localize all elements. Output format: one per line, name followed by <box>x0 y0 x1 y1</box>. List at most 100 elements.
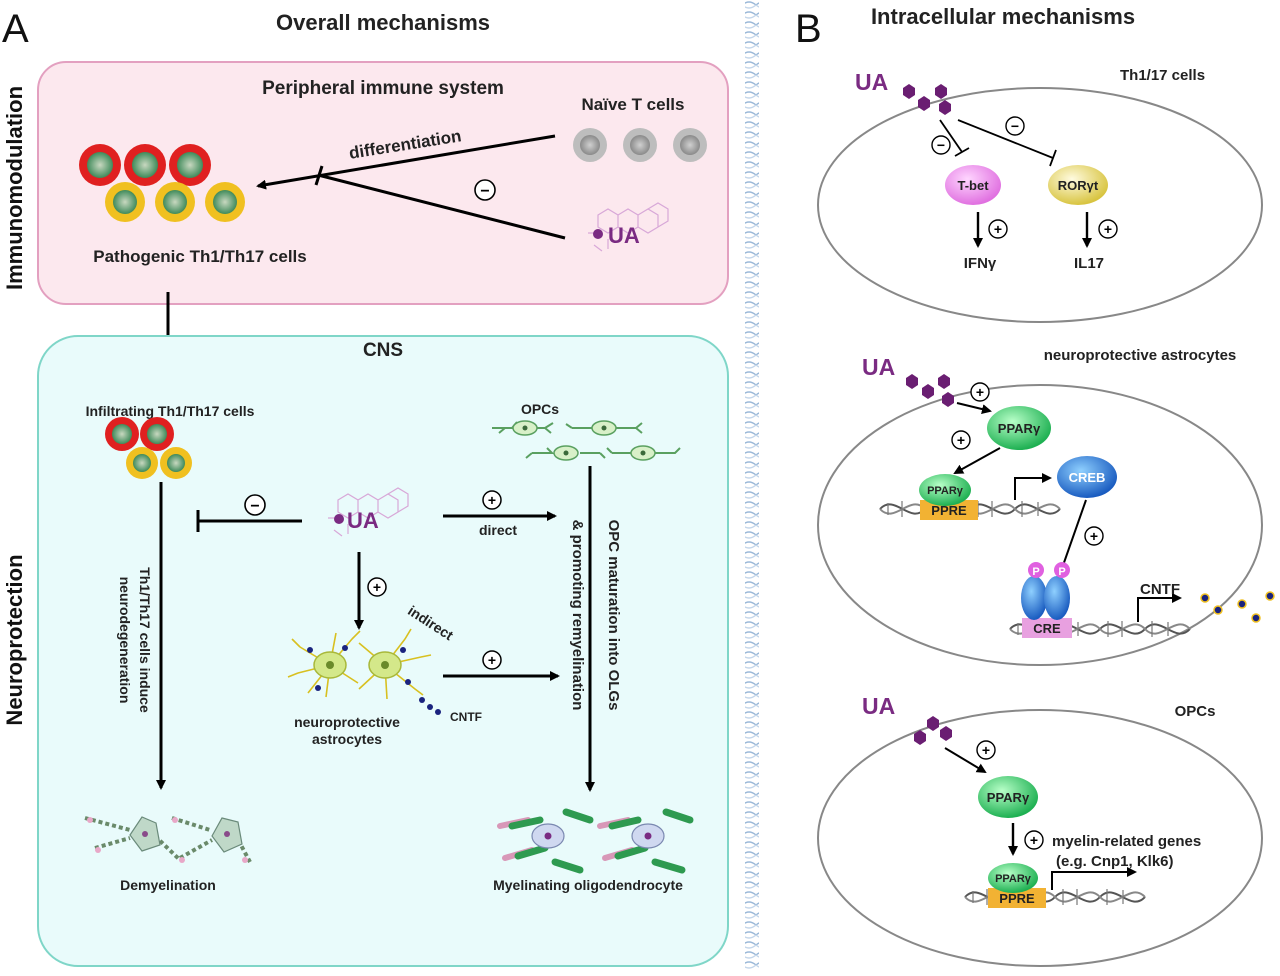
ppar-bound-a <box>919 474 971 506</box>
cell1-minus-circle-2 <box>1005 116 1025 136</box>
cell3-title: OPCs <box>1175 703 1216 720</box>
ua-label-cns: UA <box>347 508 379 533</box>
pathogenic-label: Pathogenic Th1/Th17 cells <box>93 247 307 266</box>
cre-box <box>1022 618 1072 638</box>
ppar-to-ppre-arrow-a <box>953 447 1001 474</box>
panel-a-title: Overall mechanisms <box>276 10 490 35</box>
cell2-plus-circle-3 <box>1084 526 1104 546</box>
ua-to-ppar-arrow-a <box>956 402 992 414</box>
cns-box <box>37 335 729 967</box>
il17-label: IL17 <box>1074 255 1104 272</box>
demyelination-image <box>84 816 252 863</box>
tbet-protein <box>945 165 1001 205</box>
cell3-plus-2: + <box>1030 832 1038 848</box>
cell1-minus-2: − <box>1011 118 1019 134</box>
ua-dot-peripheral <box>593 229 603 239</box>
ua-to-ppar-arrow-c <box>944 747 987 774</box>
transcription-arrow-cntf <box>1137 593 1182 622</box>
cell2-ua-label: UA <box>862 354 895 380</box>
cre-label: CRE <box>1033 621 1061 636</box>
tbet-label: T-bet <box>957 178 989 193</box>
plus-circle-indirect <box>482 650 502 670</box>
direct-label: direct <box>479 522 517 538</box>
opcs-label: OPCs <box>521 401 559 417</box>
naive-t-cells-label: Naïve T cells <box>581 95 684 114</box>
peripheral-immune-box <box>37 61 729 305</box>
cell2-plus-3: + <box>1090 528 1098 544</box>
cell-astrocytes <box>817 384 1263 666</box>
plus-sign-direct: + <box>488 492 496 508</box>
minus-sign-cns: − <box>250 498 259 515</box>
ua-inhibition-line <box>317 173 566 240</box>
rorgt-protein <box>1048 165 1108 205</box>
cell2-plus-2: + <box>957 432 965 448</box>
phospho-left-label: P <box>1032 566 1039 578</box>
demyelination-label: Demyelination <box>120 877 216 893</box>
panel-b-title: Intracellular mechanisms <box>871 4 1135 29</box>
opc-bodies <box>512 420 656 461</box>
inhibition-bar <box>314 165 324 186</box>
astrocytes-label-2: astrocytes <box>312 731 382 747</box>
infiltrating-th-cells <box>105 417 192 479</box>
opc-maturation-label-1: OPC maturation into OLGs <box>605 520 622 711</box>
neuroprotective-astrocytes <box>287 628 441 715</box>
ppar-bound-label-c: PPARγ <box>995 873 1032 885</box>
cell-th17 <box>817 87 1263 323</box>
opc-maturation-label-2: & promoting remyelination <box>569 520 586 711</box>
cell2-ua-molecules <box>906 374 954 407</box>
side-label-neuroprotection: Neuroprotection <box>2 554 27 725</box>
ppar-protein-c <box>978 776 1038 818</box>
myelinating-label: Myelinating oligodendrocyte <box>493 877 683 893</box>
cell3-plus-circle-2 <box>1024 830 1044 850</box>
genes-label-2: (e.g. Cnp1, Klk6) <box>1056 853 1174 870</box>
panel-a-letter: A <box>2 7 29 51</box>
ua-to-tbet-line <box>939 119 963 153</box>
ror-bar <box>1049 149 1057 167</box>
cell1-minus-1: − <box>937 137 945 153</box>
cell1-plus-circle-2 <box>1098 219 1118 239</box>
ppre-box-a <box>920 500 978 520</box>
cell3-plus-1: + <box>982 742 990 758</box>
cell1-title: Th1/17 cells <box>1120 67 1205 84</box>
cell1-ua-molecules <box>903 84 951 115</box>
cntf-label-a: CNTF <box>450 710 482 724</box>
tbet-bar <box>954 147 970 157</box>
naive-t-cells <box>573 128 707 162</box>
cntf-secreted-dots <box>1200 591 1275 623</box>
ppar-protein-a <box>987 406 1051 450</box>
minus-sign-peripheral: − <box>480 183 489 200</box>
cell1-plus-1: + <box>994 221 1002 237</box>
phospho-left <box>1028 562 1044 578</box>
cell3-ua-label: UA <box>862 693 895 719</box>
cell1-plus-2: + <box>1104 221 1112 237</box>
cntf-label-b: CNTF <box>1140 581 1180 598</box>
cell1-plus-circle-1 <box>988 219 1008 239</box>
phospho-right <box>1054 562 1070 578</box>
peripheral-title: Peripheral immune system <box>262 78 504 99</box>
minus-circle-peripheral <box>474 179 496 201</box>
ua-dot-cns <box>334 514 344 524</box>
induce-label-1: Th1/Th17 cells induce <box>137 567 153 713</box>
rorgt-label: RORγt <box>1058 178 1099 193</box>
cell2-plus-1: + <box>976 384 984 400</box>
ua-label-peripheral: UA <box>608 223 640 248</box>
plus-sign-astro: + <box>373 579 381 595</box>
infiltrating-label: Infiltrating Th1/Th17 cells <box>86 403 255 419</box>
ppre-label-a: PPRE <box>931 503 967 518</box>
cell1-minus-circle-1 <box>931 135 951 155</box>
minus-circle-cns <box>244 494 266 516</box>
pathogenic-th-cells <box>79 144 245 222</box>
creb-label: CREB <box>1069 470 1106 485</box>
ifng-label: IFNγ <box>964 255 997 272</box>
cell3-plus-circle-1 <box>976 740 996 760</box>
differentiation-arrow <box>256 134 556 190</box>
ppar-label-a: PPARγ <box>998 421 1041 436</box>
panel-separator <box>745 0 759 971</box>
creb-protein <box>1057 456 1117 498</box>
panel-b-letter: B <box>795 7 822 51</box>
cns-title: CNS <box>363 340 403 361</box>
phospho-right-label: P <box>1058 566 1065 578</box>
transcription-arrow-creb <box>1014 473 1052 500</box>
cell3-ua-molecules <box>914 716 952 745</box>
